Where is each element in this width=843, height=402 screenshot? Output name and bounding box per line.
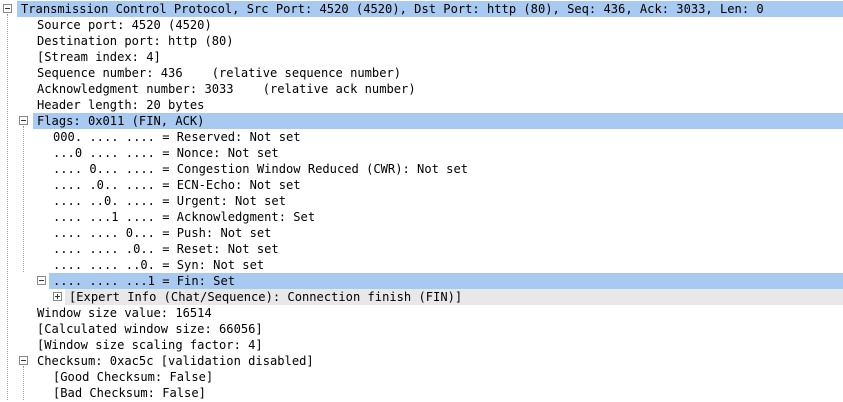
tree-guide-line [7,14,8,400]
tree-row-sequence-number[interactable]: Sequence number: 436 (relative sequence … [0,65,843,81]
tree-row-flag-cwr[interactable]: .... 0... .... = Congestion Window Reduc… [0,161,843,177]
expand-icon[interactable] [53,292,62,301]
tree-row-label: [Bad Checksum: False] [53,386,206,400]
tree-row-flag-reserved[interactable]: 000. .... .... = Reserved: Not set [0,129,843,145]
tree-row-label: [Window size scaling factor: 4] [37,338,263,352]
tree-row-label: Header length: 20 bytes [37,98,205,112]
tree-row-label: Acknowledgment number: 3033 (relative ac… [37,82,416,96]
tree-row-label: Source port: 4520 (4520) [37,18,212,32]
tree-row-header-length[interactable]: Header length: 20 bytes [0,97,843,113]
tree-row-label: .... ..0. .... = Urgent: Not set [53,194,286,208]
tree-row-flag-acknowledgment[interactable]: .... ...1 .... = Acknowledgment: Set [0,209,843,225]
tree-row-label: Checksum: 0xac5c [validation disabled] [37,354,314,368]
tree-row-label: Destination port: http (80) [37,34,234,48]
tree-row-destination-port[interactable]: Destination port: http (80) [0,33,843,49]
tree-row-bad-checksum[interactable]: [Bad Checksum: False] [0,385,843,401]
collapse-icon[interactable] [37,276,46,285]
tree-row-flag-nonce[interactable]: ...0 .... .... = Nonce: Not set [0,145,843,161]
tree-row-label: [Stream index: 4] [37,50,161,64]
tree-row-label: Flags: 0x011 (FIN, ACK) [37,114,205,128]
collapse-icon[interactable] [19,356,28,365]
tree-row-stream-index[interactable]: [Stream index: 4] [0,49,843,65]
tree-row-label: .... ...1 .... = Acknowledgment: Set [53,210,316,224]
tree-row-flag-syn[interactable]: .... .... ..0. = Syn: Not set [0,257,843,273]
tree-row-label: .... .... ...1 = Fin: Set [53,274,236,288]
collapse-icon[interactable] [3,4,12,13]
tree-row-label: .... .... 0... = Push: Not set [53,226,272,240]
tree-row-window-scaling[interactable]: [Window size scaling factor: 4] [0,337,843,353]
tree-row-flag-reset[interactable]: .... .... .0.. = Reset: Not set [0,241,843,257]
tree-row-label: ...0 .... .... = Nonce: Not set [53,146,279,160]
tree-row-checksum[interactable]: Checksum: 0xac5c [validation disabled] [0,353,843,369]
tree-guide-line [23,366,24,400]
tree-row-window-size[interactable]: Window size value: 16514 [0,305,843,321]
tree-row-label: Window size value: 16514 [37,306,212,320]
tree-row-label: 000. .... .... = Reserved: Not set [53,130,301,144]
tree-row-label: .... 0... .... = Congestion Window Reduc… [53,162,469,176]
tree-row-label: .... .0.. .... = ECN-Echo: Not set [53,178,301,192]
tree-row-flag-urgent[interactable]: .... ..0. .... = Urgent: Not set [0,193,843,209]
tree-row-label: .... .... .0.. = Reset: Not set [53,242,279,256]
tree-row-label: Sequence number: 436 (relative sequence … [37,66,402,80]
tree-row-source-port[interactable]: Source port: 4520 (4520) [0,17,843,33]
tree-row-expert-info[interactable]: [Expert Info (Chat/Sequence): Connection… [65,289,843,305]
tree-row-good-checksum[interactable]: [Good Checksum: False] [0,369,843,385]
tree-row-flag-ecn-echo[interactable]: .... .0.. .... = ECN-Echo: Not set [0,177,843,193]
tree-row-tcp[interactable]: Transmission Control Protocol, Src Port:… [17,1,843,17]
tree-row-label: [Calculated window size: 66056] [37,322,263,336]
tree-row-label: .... .... ..0. = Syn: Not set [53,258,265,272]
tree-row-flags[interactable]: Flags: 0x011 (FIN, ACK) [33,113,843,129]
tree-row-label: Transmission Control Protocol, Src Port:… [21,2,764,16]
tree-row-flag-fin[interactable]: .... .... ...1 = Fin: Set [49,273,843,289]
tree-guide-line [23,126,24,272]
tree-row-label: [Good Checksum: False] [53,370,214,384]
tree-row-calculated-window[interactable]: [Calculated window size: 66056] [0,321,843,337]
tree-row-flag-push[interactable]: .... .... 0... = Push: Not set [0,225,843,241]
tree-row-label: [Expert Info (Chat/Sequence): Connection… [69,290,463,304]
collapse-icon[interactable] [19,116,28,125]
tree-row-ack-number[interactable]: Acknowledgment number: 3033 (relative ac… [0,81,843,97]
